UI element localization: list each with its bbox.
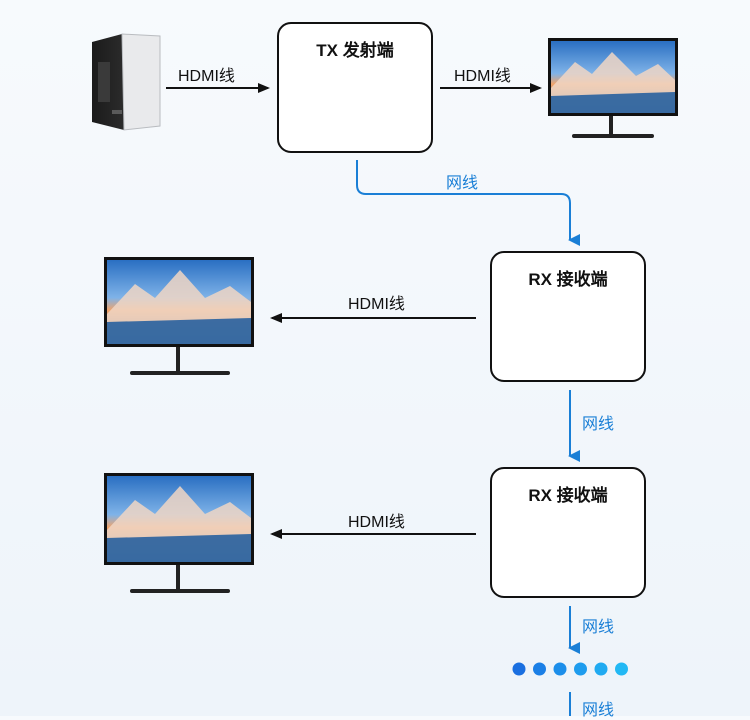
continuation-dot [533, 662, 546, 676]
label-pc-to-tx: HDMI线 [178, 68, 235, 85]
label-more-to-next: 网线 [582, 702, 615, 719]
label-rx2-to-monitor: HDMI线 [348, 514, 405, 531]
rx1-node: RX 接收端 [490, 251, 646, 382]
rx2-node: RX 接收端 [490, 467, 646, 598]
monitor-icon-middle [104, 257, 254, 375]
monitor-icon-top [548, 38, 678, 138]
label-tx-to-rx1: 网线 [446, 175, 479, 192]
continuation-dot [594, 662, 608, 676]
tx-node-title: TX 发射端 [316, 41, 394, 60]
pc-tower-icon [92, 33, 161, 131]
rx1-node-title: RX 接收端 [528, 270, 608, 289]
continuation-dots [512, 662, 628, 676]
continuation-dot [574, 662, 587, 676]
label-rx2-to-more: 网线 [582, 619, 615, 636]
rx2-node-title: RX 接收端 [528, 486, 608, 505]
continuation-dot [615, 662, 628, 676]
label-rx1-to-monitor: HDMI线 [348, 296, 405, 313]
continuation-dot [553, 662, 567, 676]
arrow-tx-to-rx1 [356, 160, 580, 246]
continuation-dot [512, 662, 526, 676]
tx-node: TX 发射端 [277, 22, 433, 153]
label-tx-to-monitor: HDMI线 [454, 68, 511, 85]
label-rx1-to-rx2: 网线 [582, 416, 615, 433]
monitor-icon-bottom [104, 473, 254, 593]
